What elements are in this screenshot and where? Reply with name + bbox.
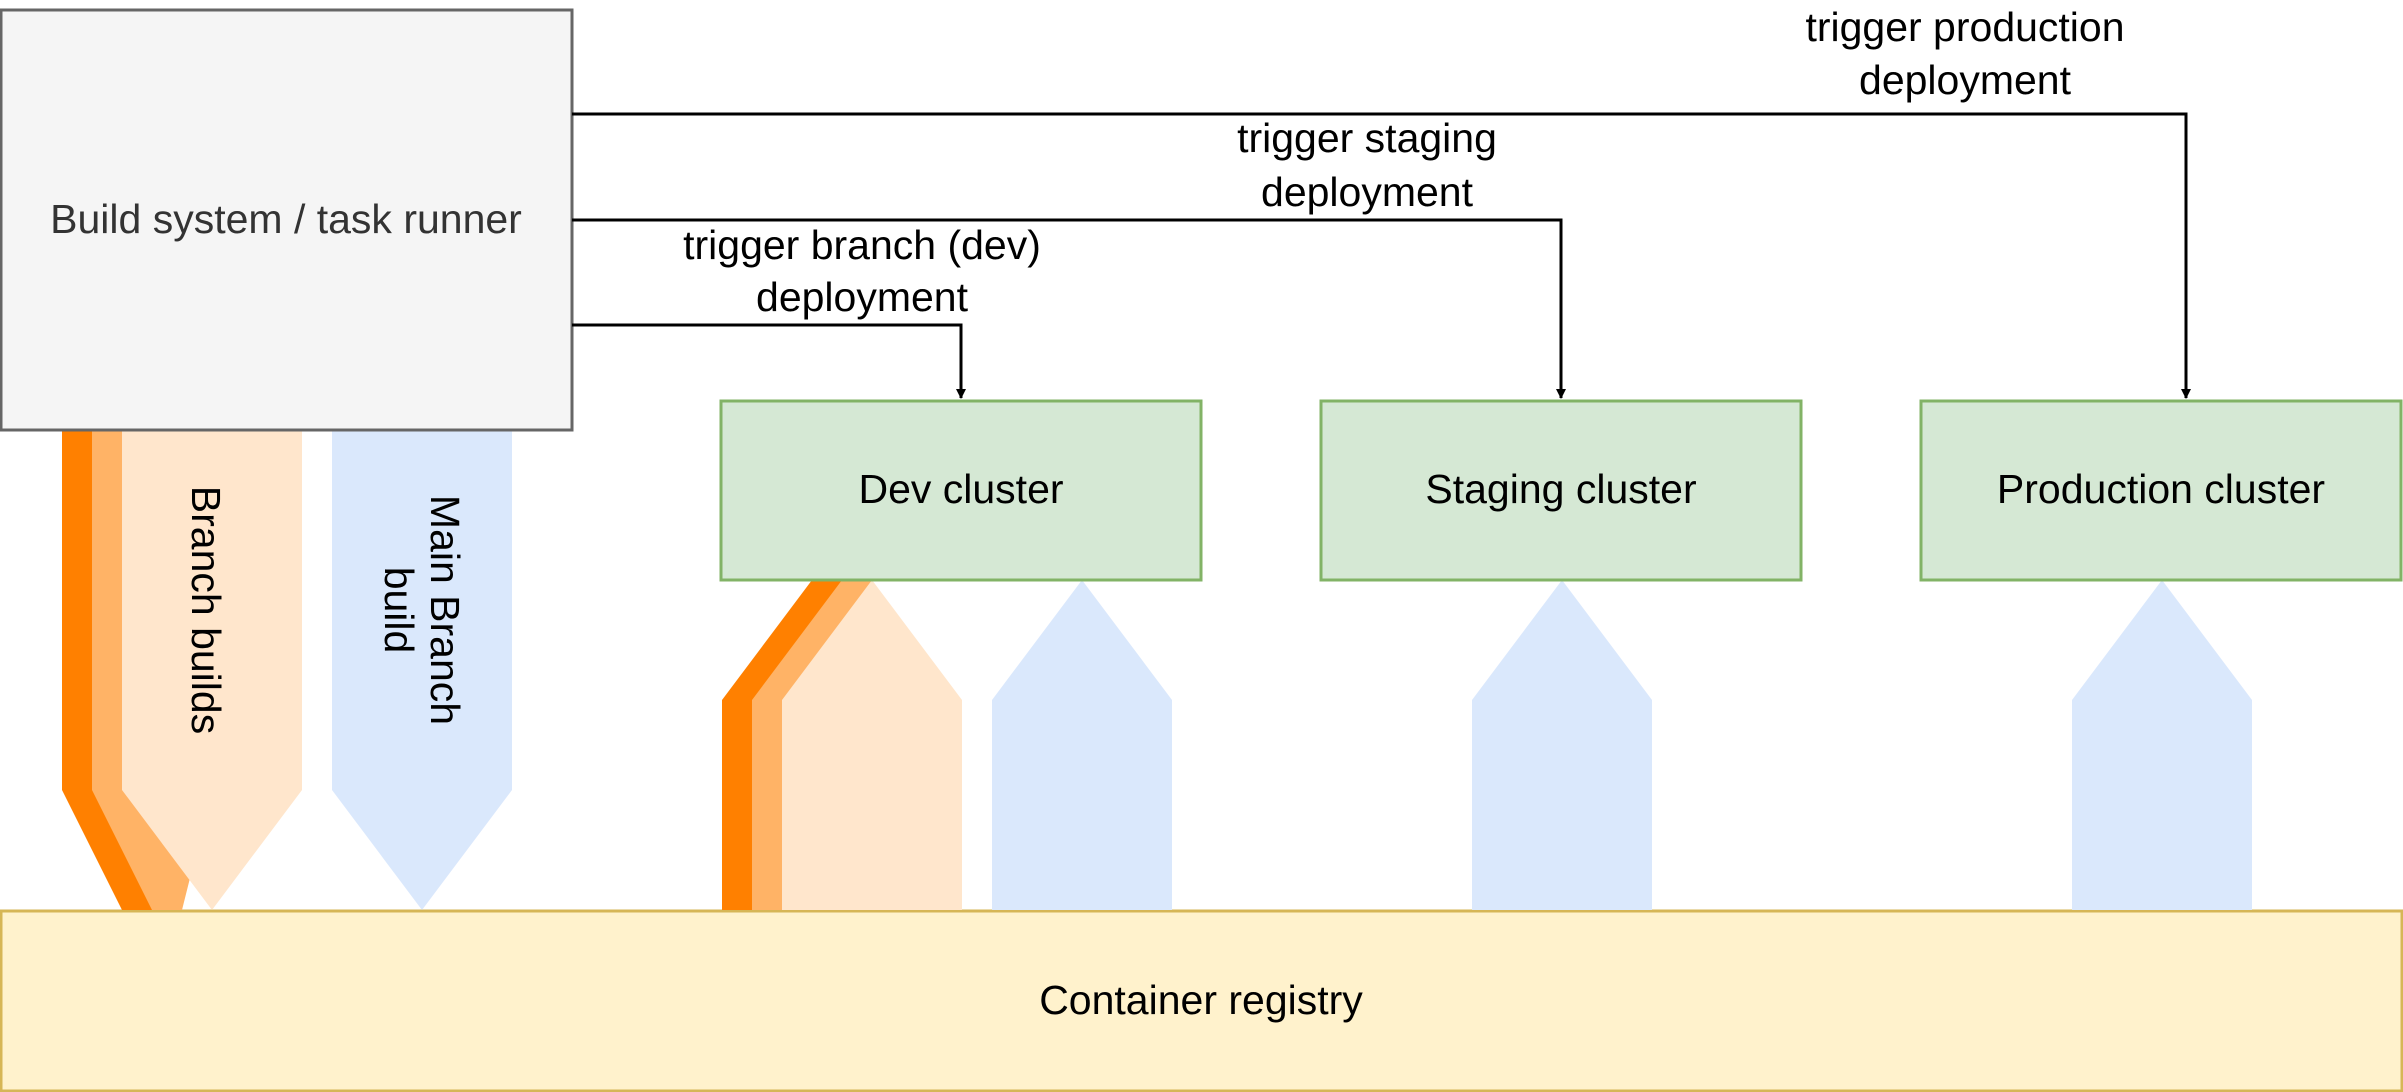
edge-trigger-dev-label-line2: deployment [756, 274, 969, 320]
branch-build-arrow-front [122, 430, 302, 910]
container-registry-label: Container registry [1039, 977, 1363, 1023]
branch-builds-label: Branch builds [183, 486, 229, 734]
edge-trigger-production-label-line1: trigger production [1805, 4, 2124, 50]
edge-trigger-staging-label-line1: trigger staging [1237, 115, 1497, 161]
staging-image-arrow [1472, 580, 1652, 910]
branch-builds-flow: Branch builds [62, 430, 302, 910]
staging-cluster-label: Staging cluster [1425, 466, 1696, 512]
production-image-arrow [2072, 580, 2252, 910]
main-branch-build-label-line2: build [376, 567, 422, 654]
main-branch-build-flow: Main Branch build [332, 430, 512, 910]
dev-cluster-label: Dev cluster [858, 466, 1063, 512]
container-registry[interactable]: Container registry [0, 909, 2403, 1092]
edge-trigger-staging-label-line2: deployment [1261, 169, 1474, 215]
build-system-label: Build system / task runner [50, 196, 522, 242]
staging-cluster[interactable]: Staging cluster [1319, 399, 1803, 582]
production-cluster-label: Production cluster [1997, 466, 2325, 512]
edge-trigger-staging: trigger staging deployment [572, 115, 1566, 399]
dev-main-image-arrow [992, 580, 1172, 910]
dev-cluster[interactable]: Dev cluster [719, 399, 1203, 582]
edge-trigger-dev-label-line1: trigger branch (dev) [683, 222, 1041, 268]
edge-trigger-production-label-line2: deployment [1859, 57, 2072, 103]
main-branch-build-label-line1: Main Branch [422, 495, 468, 725]
main-branch-build-arrow [332, 430, 512, 910]
dev-branch-image-arrow-front [782, 580, 962, 910]
dev-images-flow [722, 580, 1172, 910]
build-system[interactable]: Build system / task runner [0, 8, 574, 432]
edge-trigger-production: trigger production deployment [572, 4, 2191, 399]
edge-trigger-dev: trigger branch (dev) deployment [572, 222, 1041, 399]
production-cluster[interactable]: Production cluster [1919, 399, 2403, 582]
